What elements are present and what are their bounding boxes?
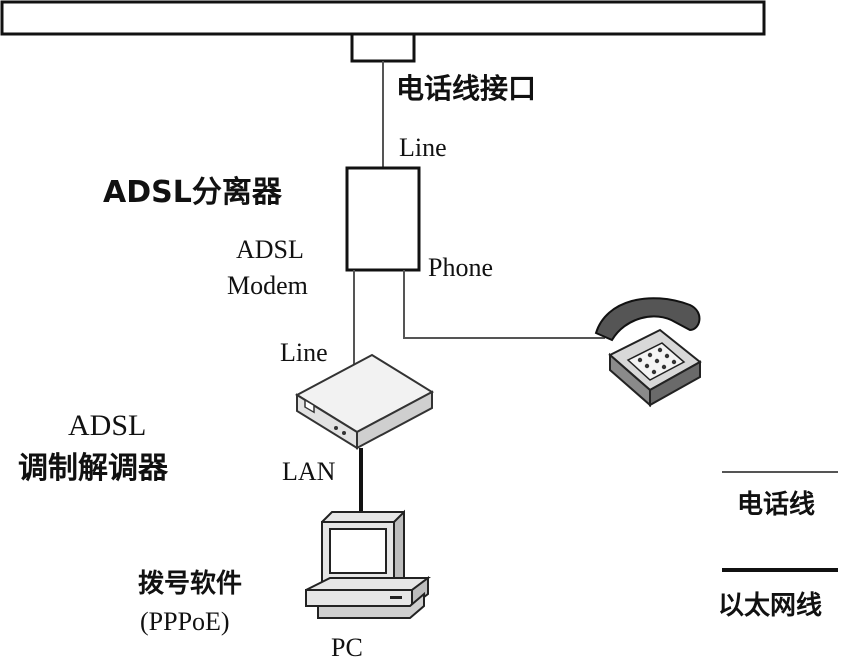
lan-label: LAN	[282, 457, 336, 486]
wall-bar	[0, 0, 766, 36]
adsl-splitter	[345, 166, 421, 272]
adsl-port-label-line2: Modem	[227, 271, 308, 300]
phone-port-label: Phone	[428, 253, 493, 282]
pc-label: PC	[331, 633, 363, 660]
modem-title-line1: ADSL	[68, 409, 146, 442]
phone-line-wire-telephone	[403, 270, 605, 339]
splitter-title: ADSL分离器	[103, 175, 283, 210]
legend-ethernet-label: 以太网线	[718, 591, 822, 621]
phone-jack-label: 电话线接口	[396, 72, 536, 105]
line-label-top: Line	[399, 133, 447, 162]
phone-jack	[350, 32, 416, 63]
software-label-line2: (PPPoE)	[140, 607, 230, 636]
line-label-modem: Line	[280, 338, 328, 367]
adsl-modem-device	[294, 353, 435, 450]
adsl-port-label-line1: ADSL	[236, 235, 304, 264]
modem-title-line2: 调制解调器	[18, 451, 169, 486]
pc-computer-icon	[305, 509, 431, 619]
legend-phone-line-label: 电话线	[737, 490, 815, 520]
software-label-line1: 拨号软件	[138, 569, 242, 599]
telephone-icon	[594, 297, 702, 408]
